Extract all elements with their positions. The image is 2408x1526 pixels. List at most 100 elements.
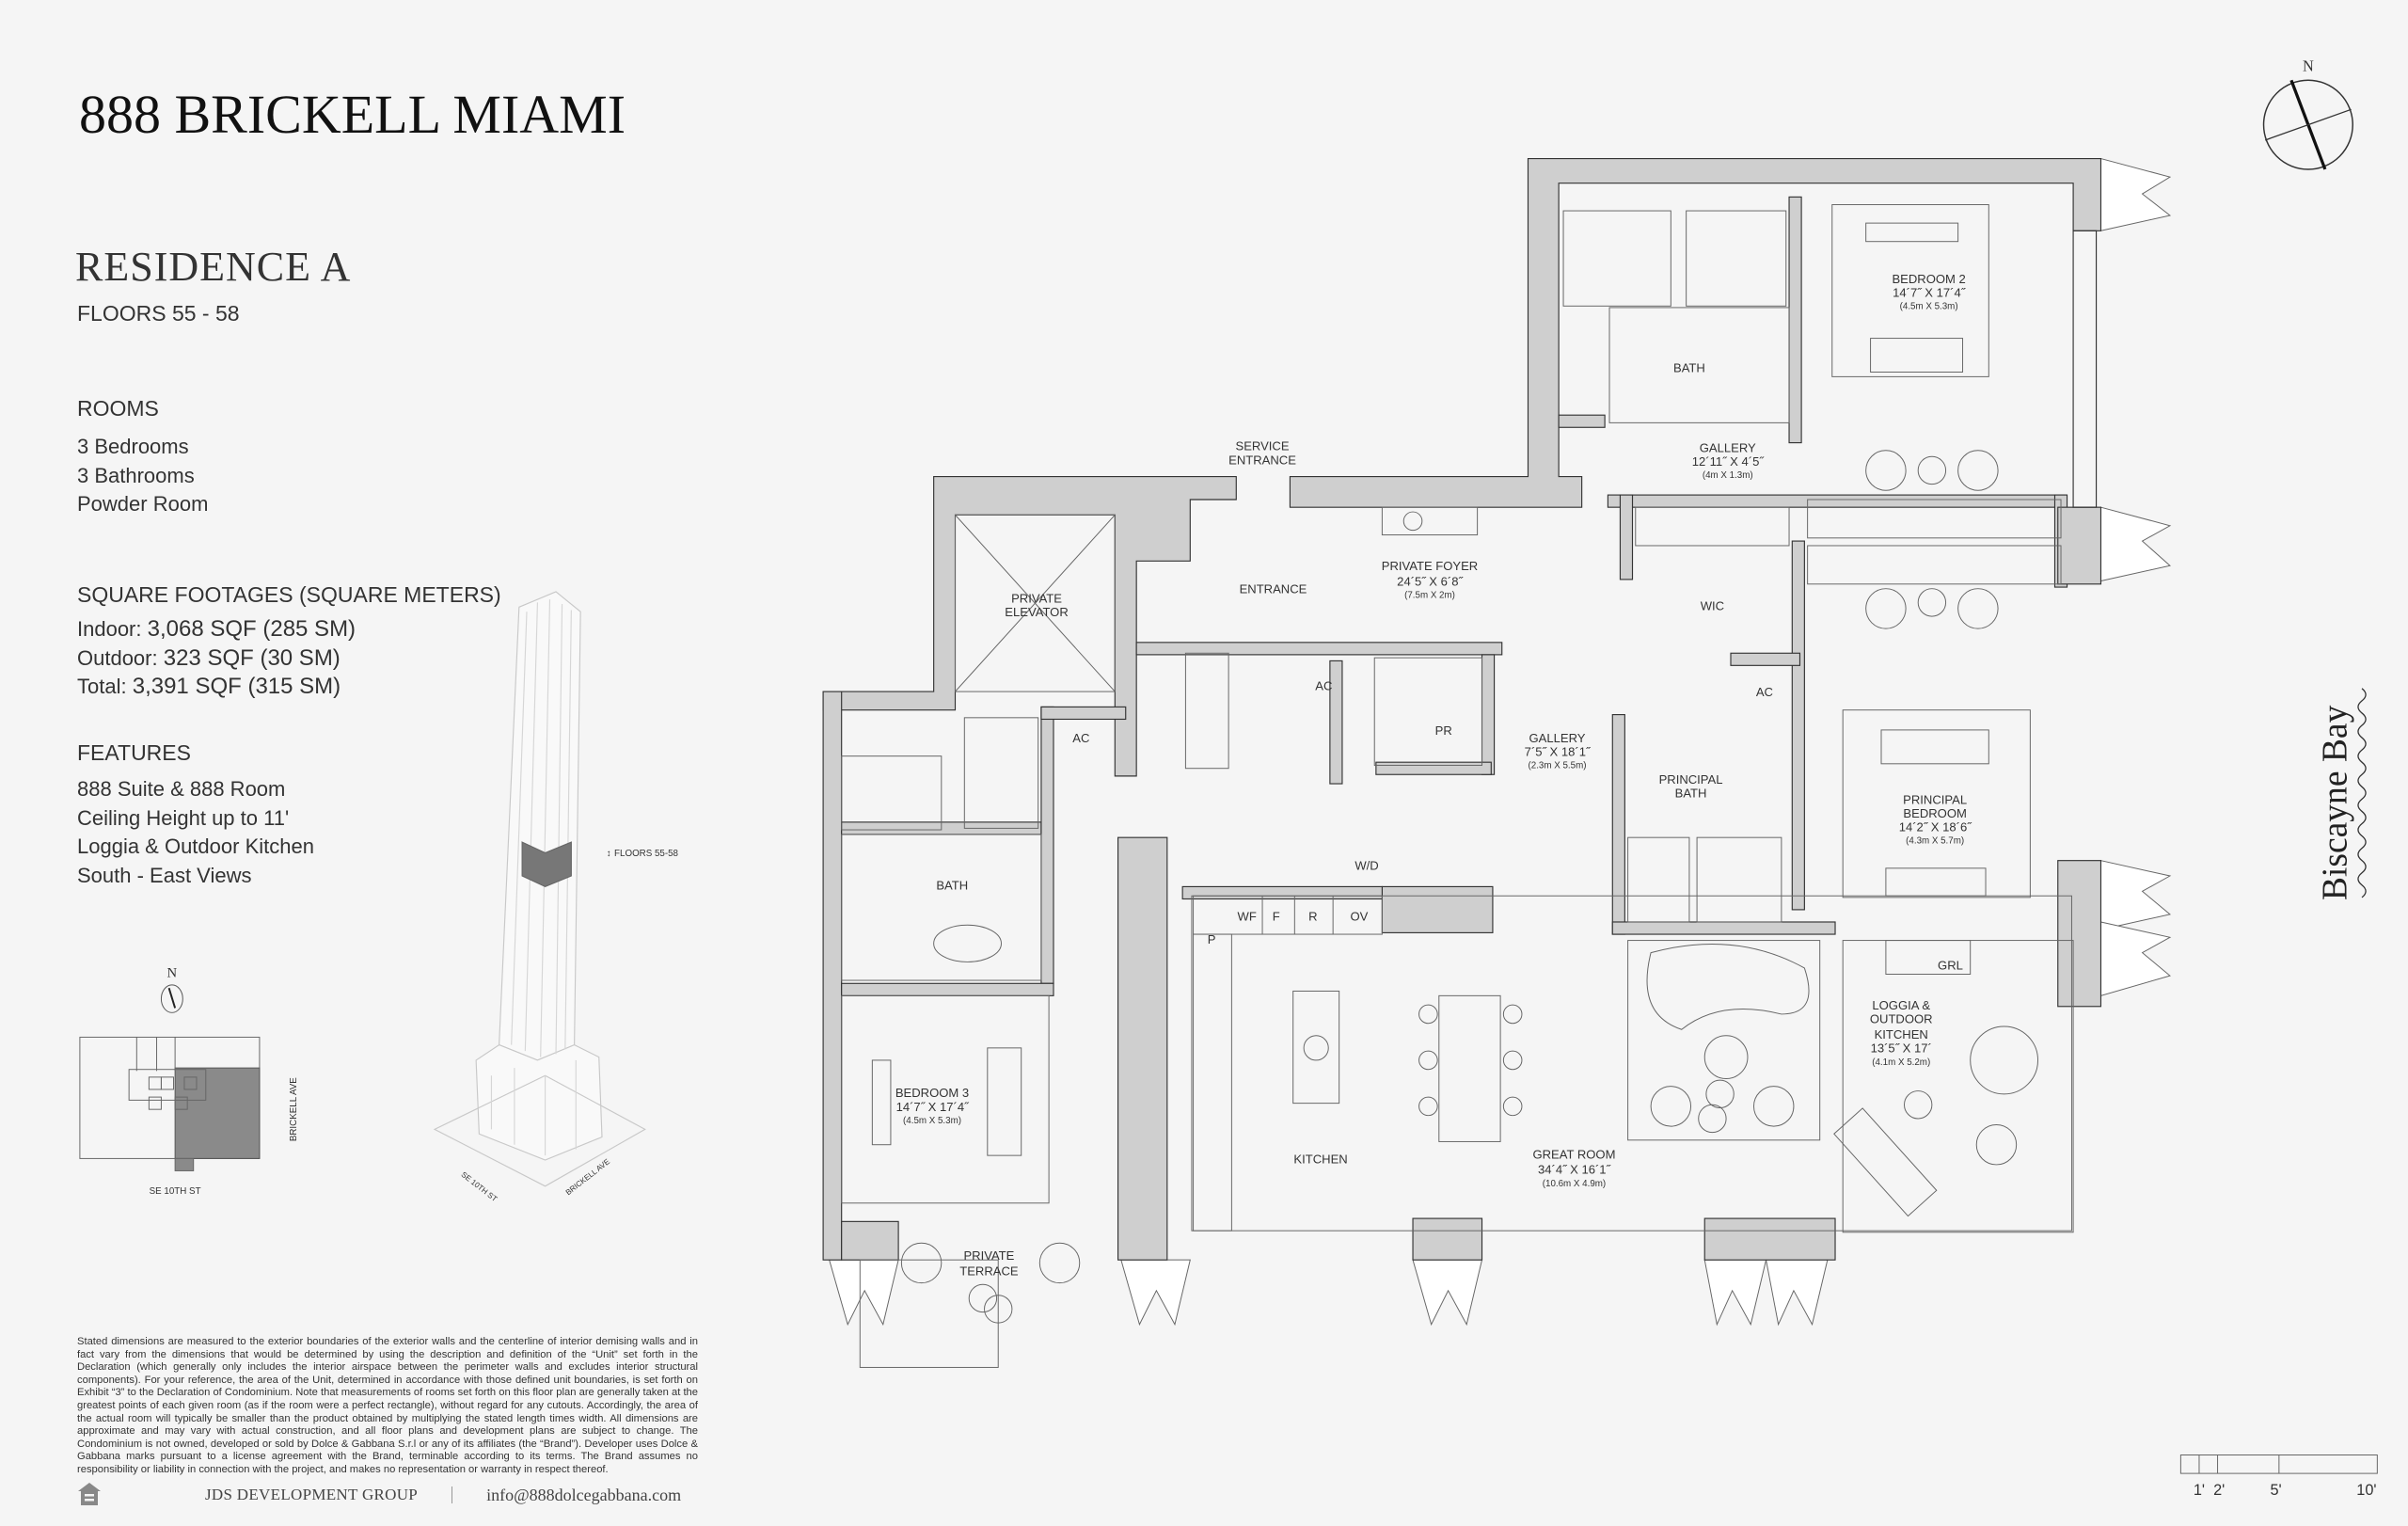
metric-bedroom-3: (4.5m X 5.3m) <box>903 1116 961 1126</box>
fixtures-furniture <box>841 204 2074 1368</box>
dim-bedroom-3: 14´7˝ X 17´4˝ <box>896 1100 971 1114</box>
features-section: FEATURES 888 Suite & 888 Room Ceiling He… <box>77 740 314 890</box>
sqft-label: Outdoor: <box>77 645 158 670</box>
scale-label: 1' <box>2194 1482 2205 1499</box>
keyplan-compass: N <box>160 966 183 1013</box>
project-title: 888 BRICKELL MIAMI <box>79 84 626 145</box>
sqft-label: Total: <box>77 675 127 698</box>
features-item: Loggia & Outdoor Kitchen <box>77 835 314 858</box>
developer-name: JDS DEVELOPMENT GROUP <box>205 1486 419 1503</box>
scale-label: 10' <box>2356 1482 2376 1499</box>
features-heading: FEATURES <box>77 740 191 765</box>
tower-street-1: SE 10TH ST <box>460 1170 499 1203</box>
water-label: Biscayne Bay <box>2317 705 2355 900</box>
label-great-room: GREAT ROOM <box>1532 1147 1615 1161</box>
label-private-elevator: PRIVATE <box>1011 591 1062 605</box>
svg-text:↕: ↕ <box>607 849 611 859</box>
label-pantry: P <box>1208 932 1216 946</box>
label-loggia: LOGGIA & <box>1872 998 1930 1012</box>
label-appliance: WF <box>1238 909 1257 923</box>
water-wave-icon <box>2357 688 2367 898</box>
label-bedroom-2: BEDROOM 2 <box>1892 272 1965 286</box>
keyplan-north-label: N <box>167 966 178 981</box>
scale-bar <box>2179 1454 2378 1474</box>
square-footages-section: SQUARE FOOTAGES (SQUARE METERS) Indoor: … <box>77 582 501 702</box>
label-ac: AC <box>1756 685 1773 699</box>
label-service-entrance: ENTRANCE <box>1228 453 1296 467</box>
sqft-outdoor: Outdoor: 323 SQF (30 SM) <box>77 644 501 674</box>
walls <box>822 157 2102 1261</box>
label-ac: AC <box>1072 731 1089 745</box>
label-gallery-north: GALLERY <box>1700 440 1756 454</box>
sqft-value: 3,391 SQF (315 SM) <box>132 674 341 699</box>
rooms-item: Powder Room <box>77 492 209 516</box>
features-item: South - East Views <box>77 863 252 887</box>
metric-gallery-north: (4m X 1.3m) <box>1703 470 1753 481</box>
sqft-total: Total: 3,391 SQF (315 SM) <box>77 673 501 702</box>
scale-label: 5' <box>2270 1482 2281 1499</box>
tower-street-2: BRICKELL AVE <box>564 1157 612 1197</box>
dim-great-room: 34´4˝ X 16´1˝ <box>1538 1163 1612 1177</box>
label-bath-north: BATH <box>1673 360 1705 374</box>
room-labels: SERVICE ENTRANCE PRIVATE ELEVATOR ENTRAN… <box>895 272 1972 1279</box>
label-service-entrance: SERVICE <box>1236 439 1290 453</box>
rooms-item: 3 Bathrooms <box>77 463 195 487</box>
dim-loggia: 13´5˝ X 17´ <box>1871 1041 1932 1056</box>
keyplan-street-east: BRICKELL AVE <box>289 1077 299 1141</box>
label-powder-room: PR <box>1435 723 1452 738</box>
features-item: 888 Suite & 888 Room <box>77 777 286 801</box>
label-private-foyer: PRIVATE FOYER <box>1382 559 1478 573</box>
floors-label: FLOORS 55 - 58 <box>77 301 240 326</box>
label-washer-dryer: W/D <box>1354 858 1378 872</box>
keyplan <box>79 1036 261 1171</box>
label-appliance: OV <box>1350 909 1368 923</box>
sqft-indoor: Indoor: 3,068 SQF (285 SM) <box>77 615 501 644</box>
label-appliance: R <box>1308 909 1317 923</box>
dim-gallery-center: 7´5˝ X 18´1˝ <box>1525 745 1592 759</box>
label-entrance: ENTRANCE <box>1240 582 1307 596</box>
dim-private-foyer: 24´5˝ X 6´8˝ <box>1397 574 1464 588</box>
rooms-section: ROOMS 3 Bedrooms 3 Bathrooms Powder Room <box>77 396 208 519</box>
rooms-heading: ROOMS <box>77 396 159 421</box>
label-principal-bath: BATH <box>1675 787 1707 801</box>
metric-loggia: (4.1m X 5.2m) <box>1872 1057 1930 1068</box>
keyplan-street-south: SE 10TH ST <box>150 1186 201 1197</box>
scale-labels: 1' 2' 5' 10' <box>2194 1482 2377 1499</box>
sqft-label: Indoor: <box>77 617 142 641</box>
dim-principal-bedroom: 14´2˝ X 18´6˝ <box>1899 820 1973 835</box>
residence-title: RESIDENCE A <box>75 244 352 290</box>
tower-illustration <box>433 591 646 1187</box>
footer: JDS DEVELOPMENT GROUP info@888dolcegabba… <box>77 1481 681 1509</box>
metric-private-foyer: (7.5m X 2m) <box>1404 590 1455 600</box>
metric-principal-bedroom: (4.3m X 5.7m) <box>1906 836 1964 847</box>
label-loggia: OUTDOOR <box>1870 1012 1933 1026</box>
compass-north-label: N <box>2303 56 2314 74</box>
legal-disclaimer: Stated dimensions are measured to the ex… <box>77 1336 698 1475</box>
metric-great-room: (10.6m X 4.9m) <box>1543 1179 1606 1189</box>
label-principal-bedroom: BEDROOM <box>1903 806 1966 820</box>
tower-floors-label: FLOORS 55-58 <box>614 849 679 859</box>
north-compass: N <box>2262 56 2353 170</box>
label-principal-bedroom: PRINCIPAL <box>1903 792 1967 806</box>
label-kitchen: KITCHEN <box>1293 1152 1347 1166</box>
label-gallery-center: GALLERY <box>1529 731 1586 745</box>
contact-email-link[interactable]: info@888dolcegabbana.com <box>486 1485 682 1504</box>
sqft-heading: SQUARE FOOTAGES (SQUARE METERS) <box>77 582 501 607</box>
label-private-elevator: ELEVATOR <box>1005 605 1068 619</box>
dim-gallery-north: 12´11˝ X 4´5˝ <box>1692 454 1766 469</box>
label-private-terrace: PRIVATE <box>963 1248 1014 1263</box>
label-grill: GRL <box>1938 959 1963 973</box>
label-bedroom-3: BEDROOM 3 <box>895 1086 969 1100</box>
dim-bedroom-2: 14´7˝ X 17´4˝ <box>1893 285 1967 299</box>
rooms-item: 3 Bedrooms <box>77 435 189 458</box>
metric-gallery-center: (2.3m X 5.5m) <box>1529 761 1587 771</box>
metric-bedroom-2: (4.5m X 5.3m) <box>1900 302 1958 312</box>
label-principal-bath: PRINCIPAL <box>1659 772 1723 787</box>
label-bath-west: BATH <box>936 879 968 893</box>
window-symbols <box>828 157 2172 1327</box>
label-private-terrace: TERRACE <box>959 1264 1019 1278</box>
label-ac: AC <box>1315 678 1332 692</box>
equal-housing-icon <box>78 1483 101 1505</box>
label-appliance: F <box>1273 909 1280 923</box>
